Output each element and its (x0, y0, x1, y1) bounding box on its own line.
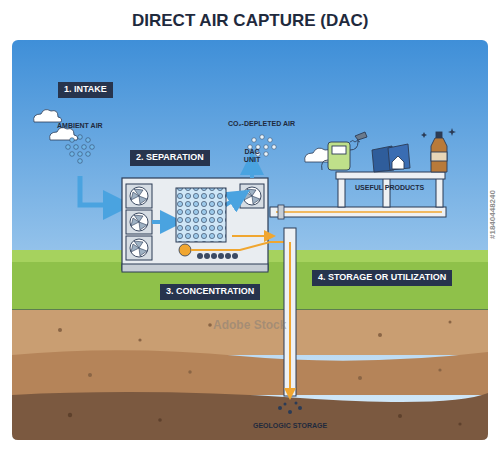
step-box: 1. INTAKE (58, 82, 113, 98)
step-box: 3. CONCENTRATION (160, 284, 260, 300)
watermark: Adobe Stock (213, 318, 286, 332)
step-box: 2. SEPARATION (130, 150, 210, 166)
step-label: 2. SEPARATION (136, 152, 204, 162)
step-box: 4. STORAGE OR UTILIZATION (312, 270, 452, 286)
step-label: 3. CONCENTRATION (166, 286, 254, 296)
callout-label: GEOLOGIC STORAGE (253, 422, 327, 430)
callout-label: DAC UNIT (237, 148, 267, 163)
step-label: 4. STORAGE OR UTILIZATION (318, 272, 446, 282)
diagram-title: DIRECT AIR CAPTURE (DAC) (132, 11, 368, 31)
step-label: 1. INTAKE (64, 84, 107, 94)
callout-label: CO₂-DEPLETED AIR (228, 120, 295, 128)
callout-label: AMBIENT AIR (57, 122, 103, 130)
watermark-id: #1840448240 (488, 190, 497, 239)
callout-label: USEFUL PRODUCTS (355, 184, 424, 192)
